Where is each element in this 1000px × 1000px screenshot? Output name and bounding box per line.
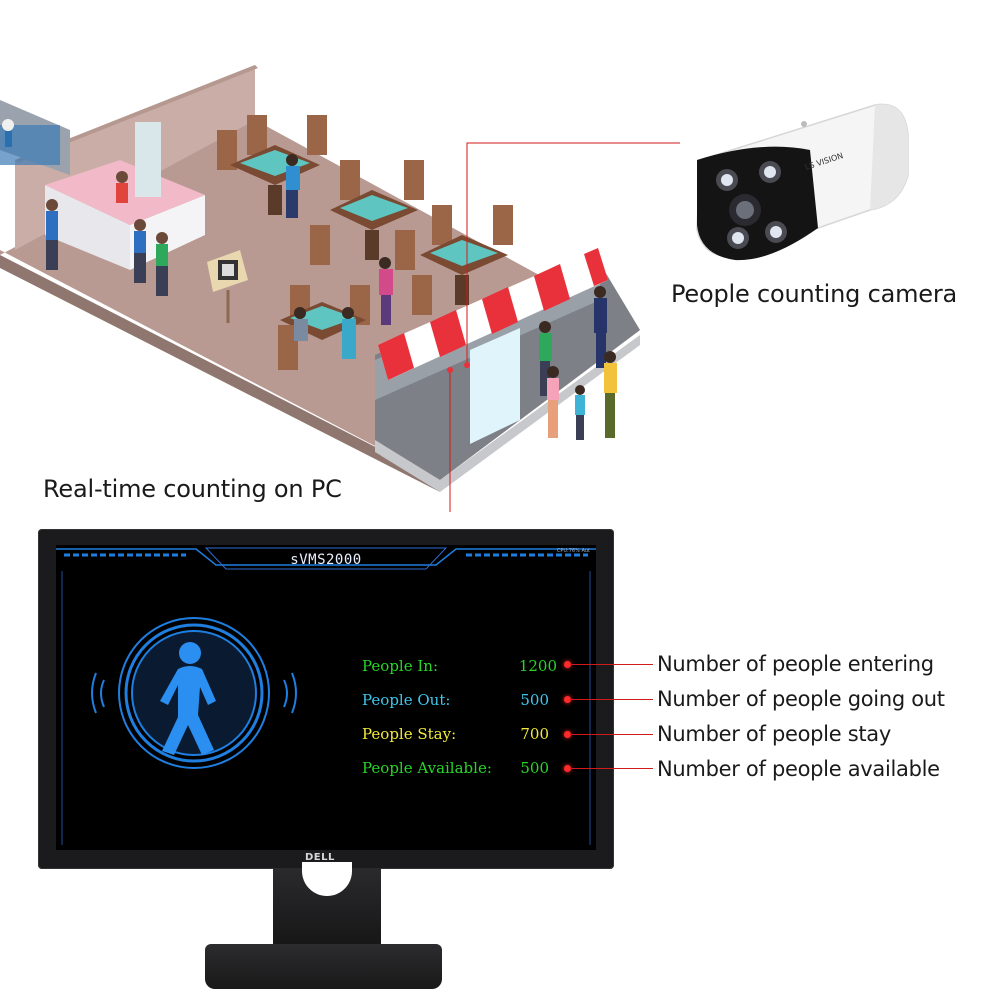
annotation-label-in: Number of people entering (657, 652, 934, 676)
stat-value-stay: 700 (520, 725, 549, 743)
annotation-label-stay: Number of people stay (657, 722, 891, 746)
people-group-dining (286, 154, 393, 359)
stat-label-stay: People Stay: (362, 725, 457, 743)
annotation-line-out (570, 699, 653, 700)
monitor-stand-base (205, 944, 442, 989)
stat-label-out: People Out: (362, 691, 451, 709)
camera-callout-dot (464, 362, 470, 368)
annotation-dot-out (564, 696, 571, 703)
annotation-dot-stay (564, 731, 571, 738)
annotation-label-available: Number of people available (657, 757, 940, 781)
camera-caption: People counting camera (671, 280, 958, 308)
stat-value-out: 500 (520, 691, 549, 709)
monitor-brand-logo: DELL (305, 852, 335, 863)
storefront (375, 248, 640, 492)
annotation-dot-available (564, 765, 571, 772)
screen-frame (56, 547, 596, 845)
monitor-screen: sVMS2000 CPU:76% Aut People In: 1200 Peo… (56, 545, 596, 850)
stat-label-available: People Available: (362, 759, 492, 777)
people-group-outside (539, 286, 617, 440)
annotation-label-out: Number of people going out (657, 687, 945, 711)
security-camera-icon: LS VISION (696, 103, 909, 261)
stat-label-in: People In: (362, 657, 439, 675)
annotation-dot-in (564, 661, 571, 668)
people-group-left (46, 171, 168, 296)
dining-tables (217, 115, 513, 370)
pc-caption: Real-time counting on PC (43, 475, 342, 503)
annotation-line-stay (570, 734, 653, 735)
status-readout: CPU:76% Aut (556, 548, 590, 554)
walking-person-icon (91, 617, 297, 769)
annotation-line-in (570, 664, 653, 665)
annotation-line-available (570, 768, 653, 769)
camera-callout-line (466, 142, 680, 365)
software-title: sVMS2000 (290, 552, 362, 568)
pc-callout-dot (447, 367, 453, 373)
stat-value-available: 500 (520, 759, 549, 777)
stat-value-in: 1200 (518, 657, 557, 675)
